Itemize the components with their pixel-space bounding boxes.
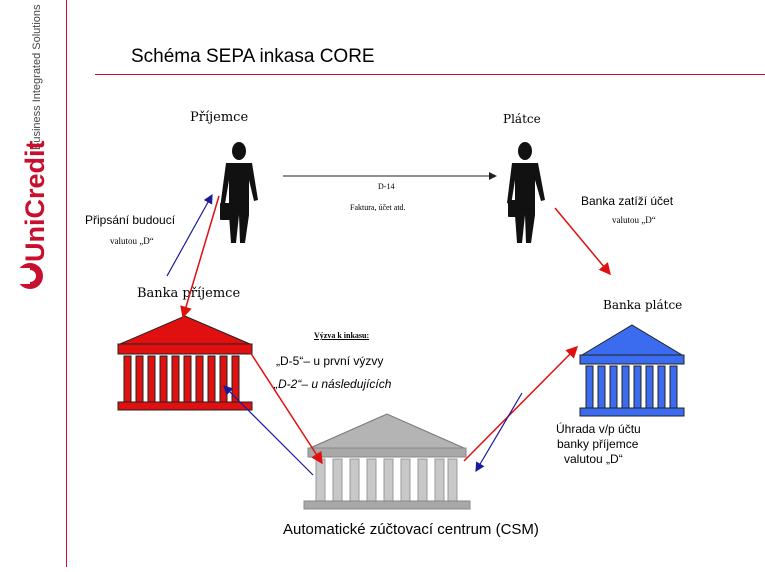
credit-label-line1: Připsání budoucí <box>85 213 176 227</box>
csm-label: Automatické zúčtovací centrum (CSM) <box>283 521 539 538</box>
credit-label-line2: valutou „D“ <box>110 236 154 246</box>
brand-tagline: Business Integrated Solutions <box>31 4 43 150</box>
settlement-arrow-blue <box>223 385 314 476</box>
payee-label: Příjemce <box>190 110 249 125</box>
payee-person-icon <box>220 142 258 243</box>
debit-arrow-red <box>554 207 611 276</box>
credit-arrow-blue <box>166 193 213 277</box>
payer-label: Plátce <box>503 112 541 126</box>
first-request-label: „D-5“– u první výzvy <box>276 354 384 368</box>
settlement-line1: Úhrada v/p účtu <box>556 422 641 436</box>
csm-building-icon <box>303 413 471 510</box>
collection-title: Výzva k inkasu: <box>314 331 370 340</box>
sidebar-divider <box>66 0 67 567</box>
settlement-line2: banky příjemce <box>557 437 639 451</box>
brand-sidebar: Business Integrated Solutions UniCredit <box>0 0 66 567</box>
page-title: Schéma SEPA inkasa CORE <box>131 46 375 67</box>
payer-bank-icon <box>579 324 685 417</box>
payer-person-icon <box>507 142 545 243</box>
credit-arrow-red <box>180 195 220 319</box>
payee-bank-label: Banka příjemce <box>137 286 241 301</box>
collection-arrow-red <box>249 351 323 465</box>
subsequent-request-label: „D-2“– u následujících <box>274 377 392 391</box>
payment-arrow-blue <box>475 392 523 473</box>
debit-label-line1: Banka zatíží účet <box>581 194 674 208</box>
payee-bank-icon <box>117 315 253 411</box>
debit-label-line2: valutou „D“ <box>612 215 656 225</box>
brand-mark-icon <box>16 263 43 289</box>
settlement-line3: valutou „D“ <box>564 452 623 466</box>
request-arrow-red <box>463 345 579 462</box>
payer-bank-label: Banka plátce <box>603 298 683 312</box>
unicredit-logo: Business Integrated Solutions UniCredit <box>16 4 50 289</box>
d14-label: D-14 <box>378 182 395 191</box>
invoice-label: Faktura, účet atd. <box>350 203 406 212</box>
brand-logo-text: UniCredit <box>20 140 50 262</box>
title-underline <box>95 74 765 75</box>
